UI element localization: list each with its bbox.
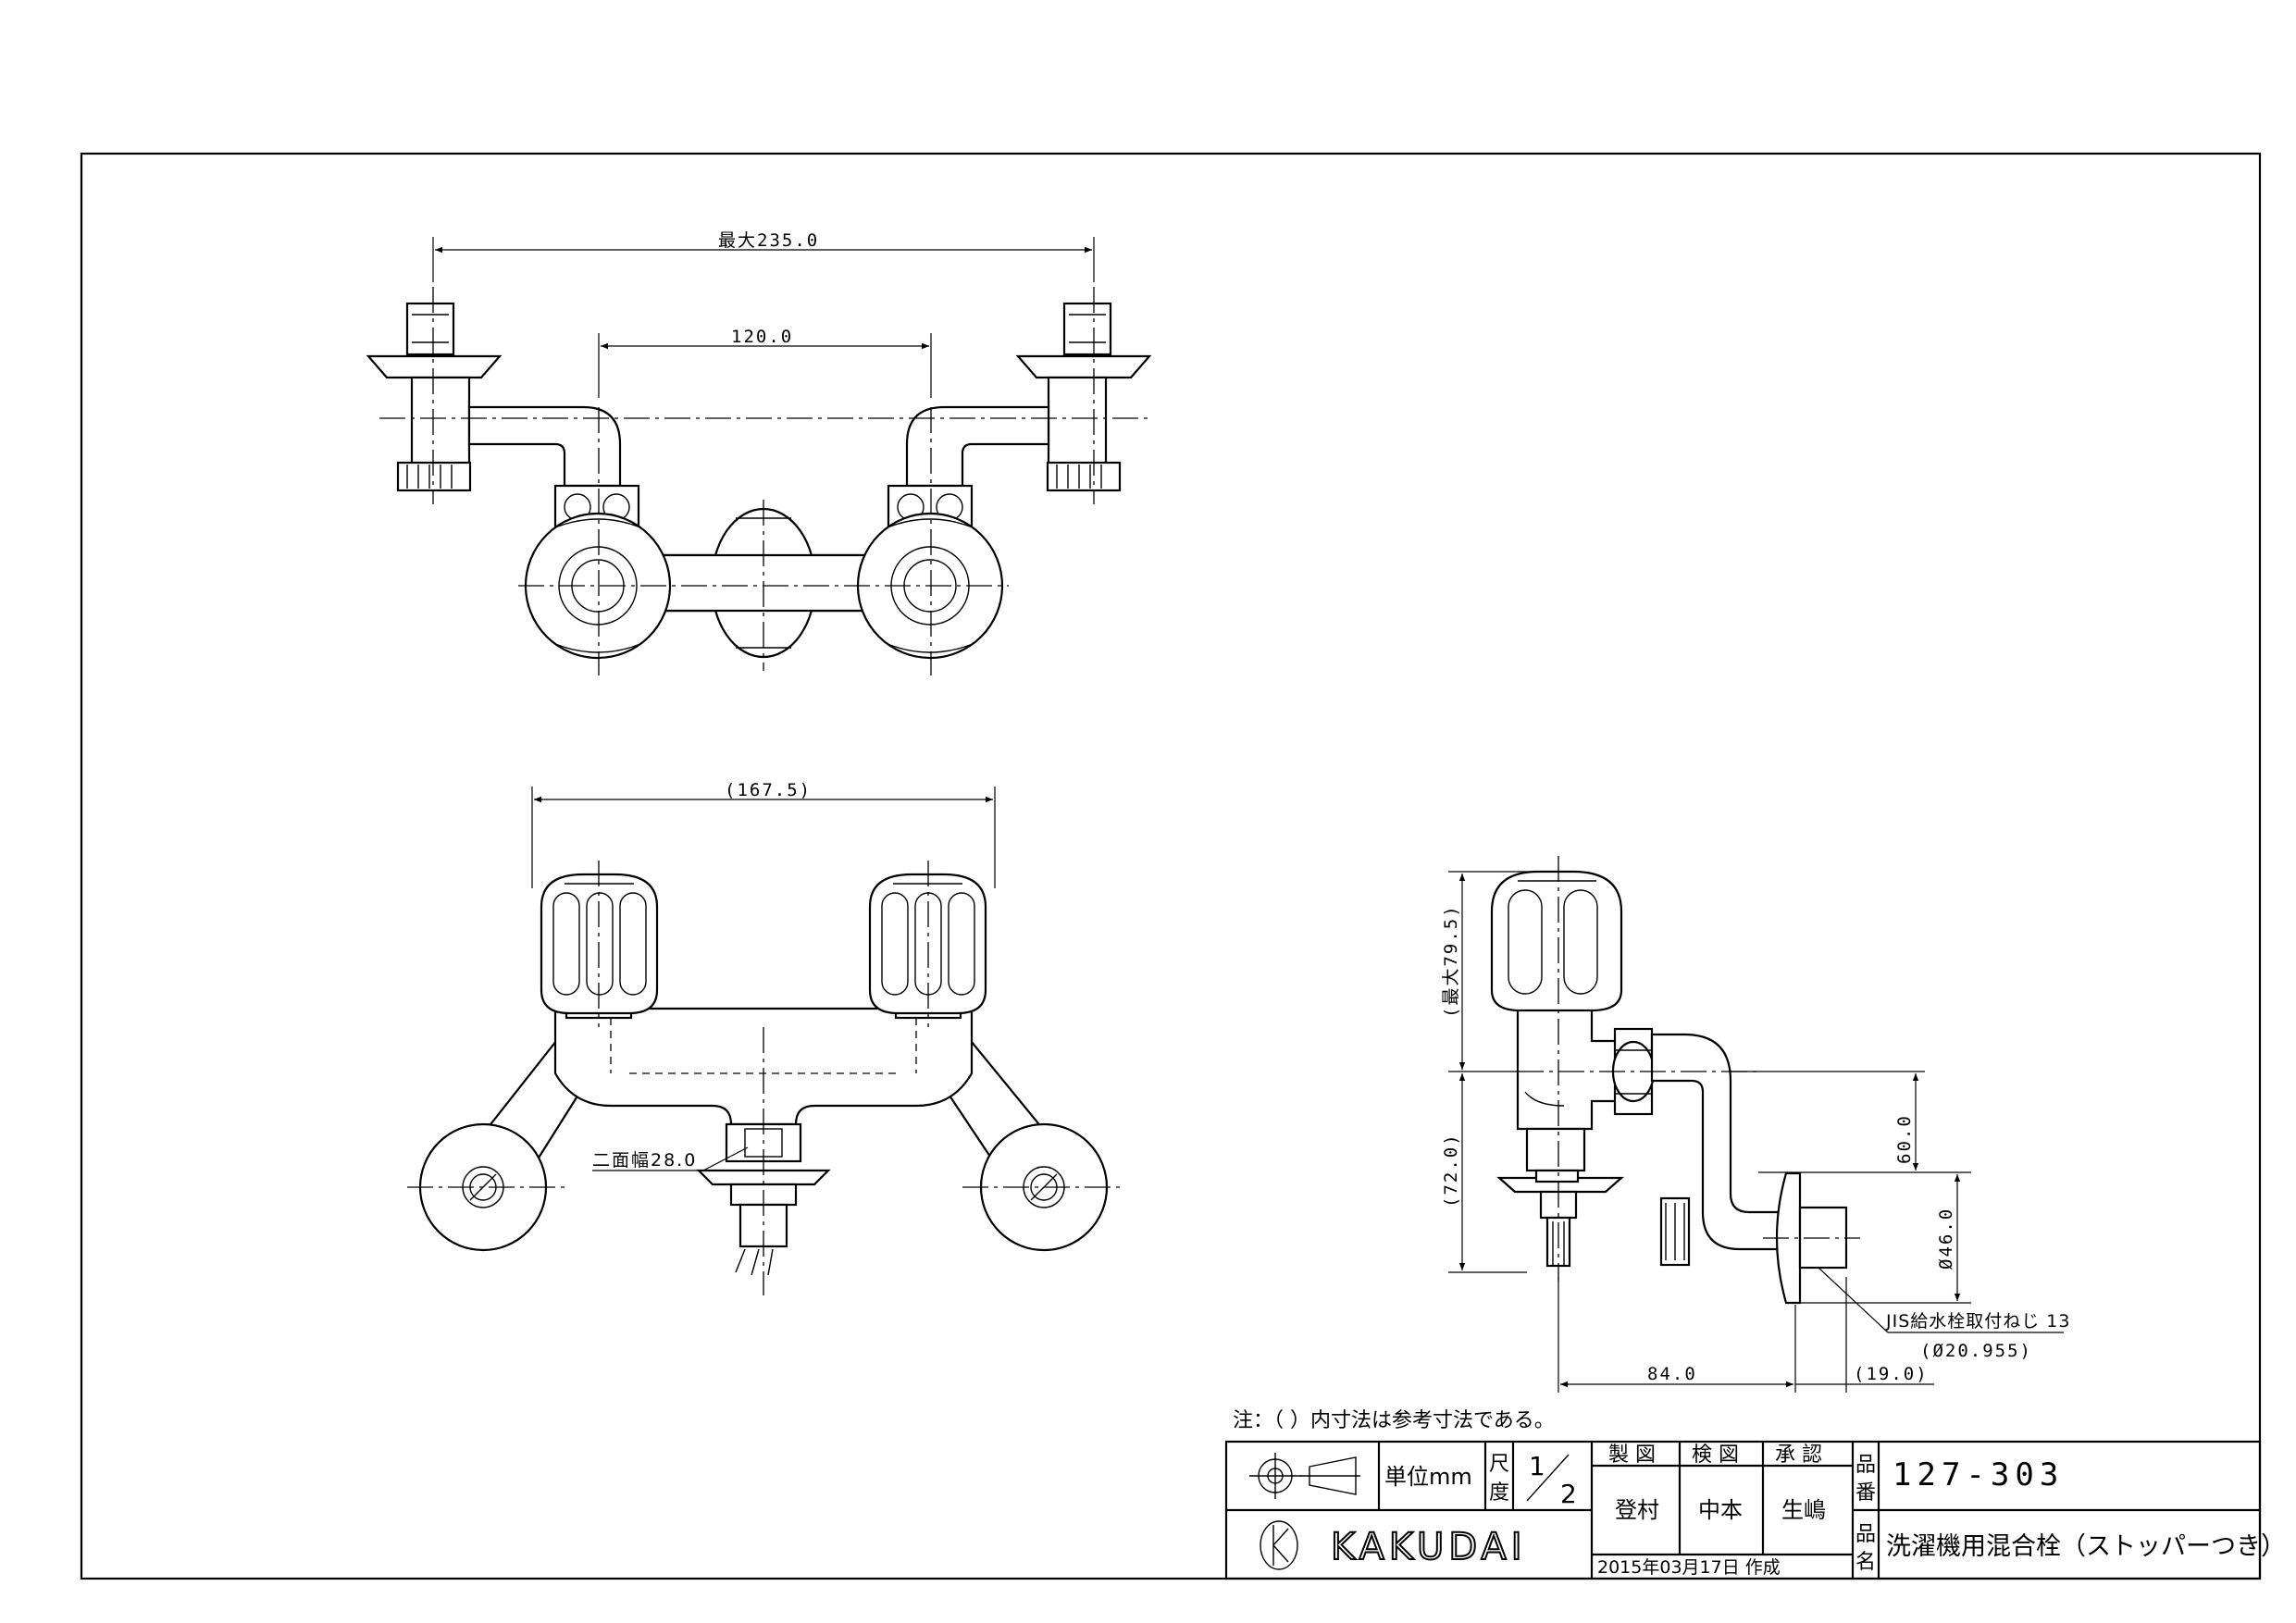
dim-side-offset: (19.0) xyxy=(1854,1364,1929,1384)
dim-side-max-height: (最大79.5) xyxy=(1441,904,1461,1018)
scale-num: 1 xyxy=(1529,1451,1545,1481)
date-created: 2015年03月17日 作成 xyxy=(1597,1557,1781,1578)
col-kenzu: 検 図 xyxy=(1692,1443,1739,1467)
dim-side-height: (72.0) xyxy=(1441,1133,1461,1208)
approver-name: 生嶋 xyxy=(1781,1497,1826,1523)
title-block: 単位mm 尺 度 1 2 製 図 検 図 承 認 登村 中本 生嶋 2015年0… xyxy=(1224,1440,2286,1580)
thread-dia: (Ø20.955) xyxy=(1920,1341,2032,1361)
hinmei-label-2: 名 xyxy=(1855,1551,1876,1574)
scale-label-1: 尺 xyxy=(1489,1453,1509,1476)
dim-top-center: 120.0 xyxy=(731,327,793,347)
unit-label: 単位mm xyxy=(1384,1464,1472,1490)
dim-front-width: (167.5) xyxy=(725,780,812,800)
side-view: (最大79.5) (72.0) 60.0 Ø46.0 xyxy=(1441,856,2070,1393)
top-view: 最大235.0 120.0 xyxy=(366,230,1152,675)
brand-logo-text: KAKUDAI xyxy=(1331,1526,1527,1568)
scale-den: 2 xyxy=(1560,1479,1577,1509)
thread-label: JIS給水栓取付ねじ 13 xyxy=(1885,1311,2070,1332)
product-name: 洗濯機用混合栓（ストッパーつき） xyxy=(1886,1532,2286,1561)
dim-top-max-width: 最大235.0 xyxy=(718,230,819,251)
hinban-label-1: 品 xyxy=(1855,1454,1876,1477)
col-shonin: 承 認 xyxy=(1775,1443,1822,1467)
dim-front-wrench: 二面幅28.0 xyxy=(592,1150,697,1171)
scale-label-2: 度 xyxy=(1489,1481,1509,1505)
drafter-name: 登村 xyxy=(1615,1497,1659,1523)
projection-symbol-icon xyxy=(1249,1453,1360,1499)
dim-side-flange-dia: Ø46.0 xyxy=(1936,1208,1956,1270)
dim-side-depth: 84.0 xyxy=(1647,1364,1697,1384)
checker-name: 中本 xyxy=(1698,1497,1743,1523)
dim-side-pipe-height: 60.0 xyxy=(1894,1114,1915,1164)
sheet-border xyxy=(80,152,2262,1580)
part-number: 127-303 xyxy=(1893,1456,2064,1493)
hinban-label-2: 番 xyxy=(1855,1481,1876,1505)
note-text: 注：（ ）内寸法は参考寸法である。 xyxy=(1233,1409,1555,1432)
hinmei-label-1: 品 xyxy=(1855,1523,1876,1546)
col-seizu: 製 図 xyxy=(1608,1443,1656,1467)
kakudai-logo-icon xyxy=(1260,1520,1298,1570)
front-view: (167.5) xyxy=(407,780,1120,1295)
